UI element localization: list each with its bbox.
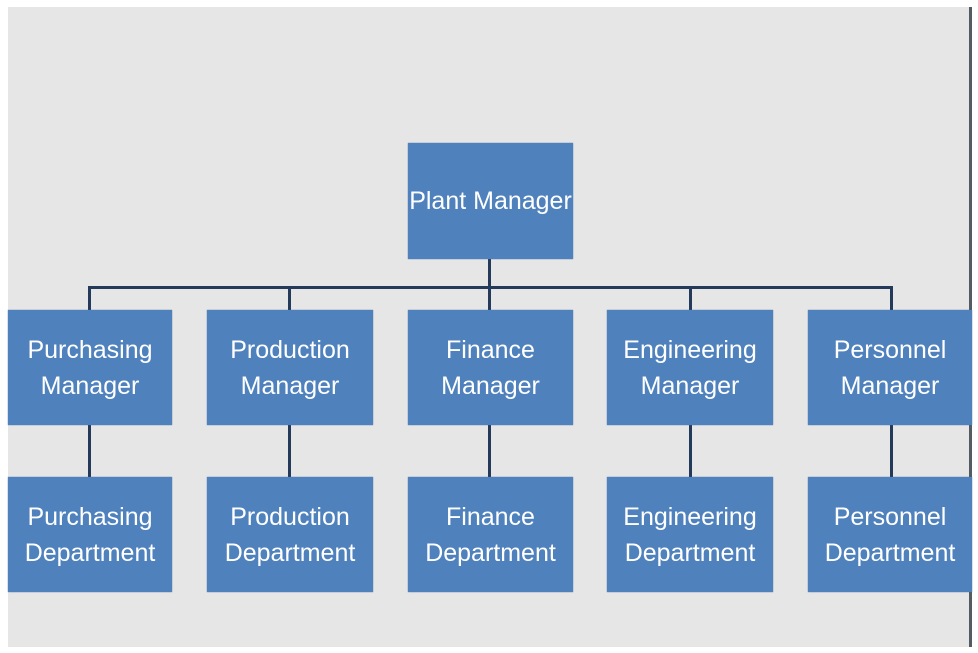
node-purchasing-department: Purchasing Department	[8, 477, 172, 592]
node-label-line1: Finance	[446, 335, 535, 364]
connector-to-finance-manager	[488, 286, 491, 311]
connector-engineering-dept	[689, 425, 692, 477]
node-label-line1: Purchasing	[27, 502, 153, 531]
node-label-line1: Finance	[446, 502, 535, 531]
connector-to-purchasing-manager	[88, 286, 91, 311]
connector-root-down	[488, 259, 491, 288]
node-label-line2: Manager	[840, 371, 940, 400]
node-engineering-manager: Engineering Manager	[607, 310, 773, 425]
node-engineering-department: Engineering Department	[607, 477, 773, 592]
node-personnel-manager: Personnel Manager	[808, 310, 972, 425]
node-finance-manager: Finance Manager	[408, 310, 573, 425]
node-label-line1: Engineering	[623, 335, 757, 364]
node-label-line2: Manager	[441, 371, 540, 400]
node-label-line2: Department	[425, 538, 556, 567]
connector-personnel-dept	[890, 425, 893, 477]
node-plant-manager: Plant Manager	[408, 143, 573, 259]
node-label-line2: Department	[224, 538, 356, 567]
node-label-line1: Production	[230, 502, 350, 531]
node-label-line1: Engineering	[623, 502, 757, 531]
node-purchasing-manager: Purchasing Manager	[8, 310, 172, 425]
connector-to-production-manager	[288, 286, 291, 311]
node-personnel-department: Personnel Department	[808, 477, 972, 592]
node-label-line2: Manager	[40, 371, 140, 400]
node-production-department: Production Department	[207, 477, 373, 592]
node-label-line1: Personnel	[833, 335, 947, 364]
connector-production-dept	[288, 425, 291, 477]
connector-to-engineering-manager	[689, 286, 692, 311]
connector-finance-dept	[488, 425, 491, 477]
node-label-line1: Production	[230, 335, 350, 364]
node-label-line2: Manager	[640, 371, 740, 400]
node-finance-department: Finance Department	[408, 477, 573, 592]
node-label-line2: Department	[24, 538, 156, 567]
node-label-line2: Department	[824, 538, 956, 567]
connector-purchasing-dept	[88, 425, 91, 477]
node-production-manager: Production Manager	[207, 310, 373, 425]
node-label-line1: Personnel	[833, 502, 947, 531]
node-label-line1: Purchasing	[27, 335, 153, 364]
node-label-line2: Department	[624, 538, 756, 567]
node-label-line2: Manager	[240, 371, 340, 400]
node-label: Plant Manager	[409, 187, 572, 215]
connector-to-personnel-manager	[890, 286, 893, 311]
